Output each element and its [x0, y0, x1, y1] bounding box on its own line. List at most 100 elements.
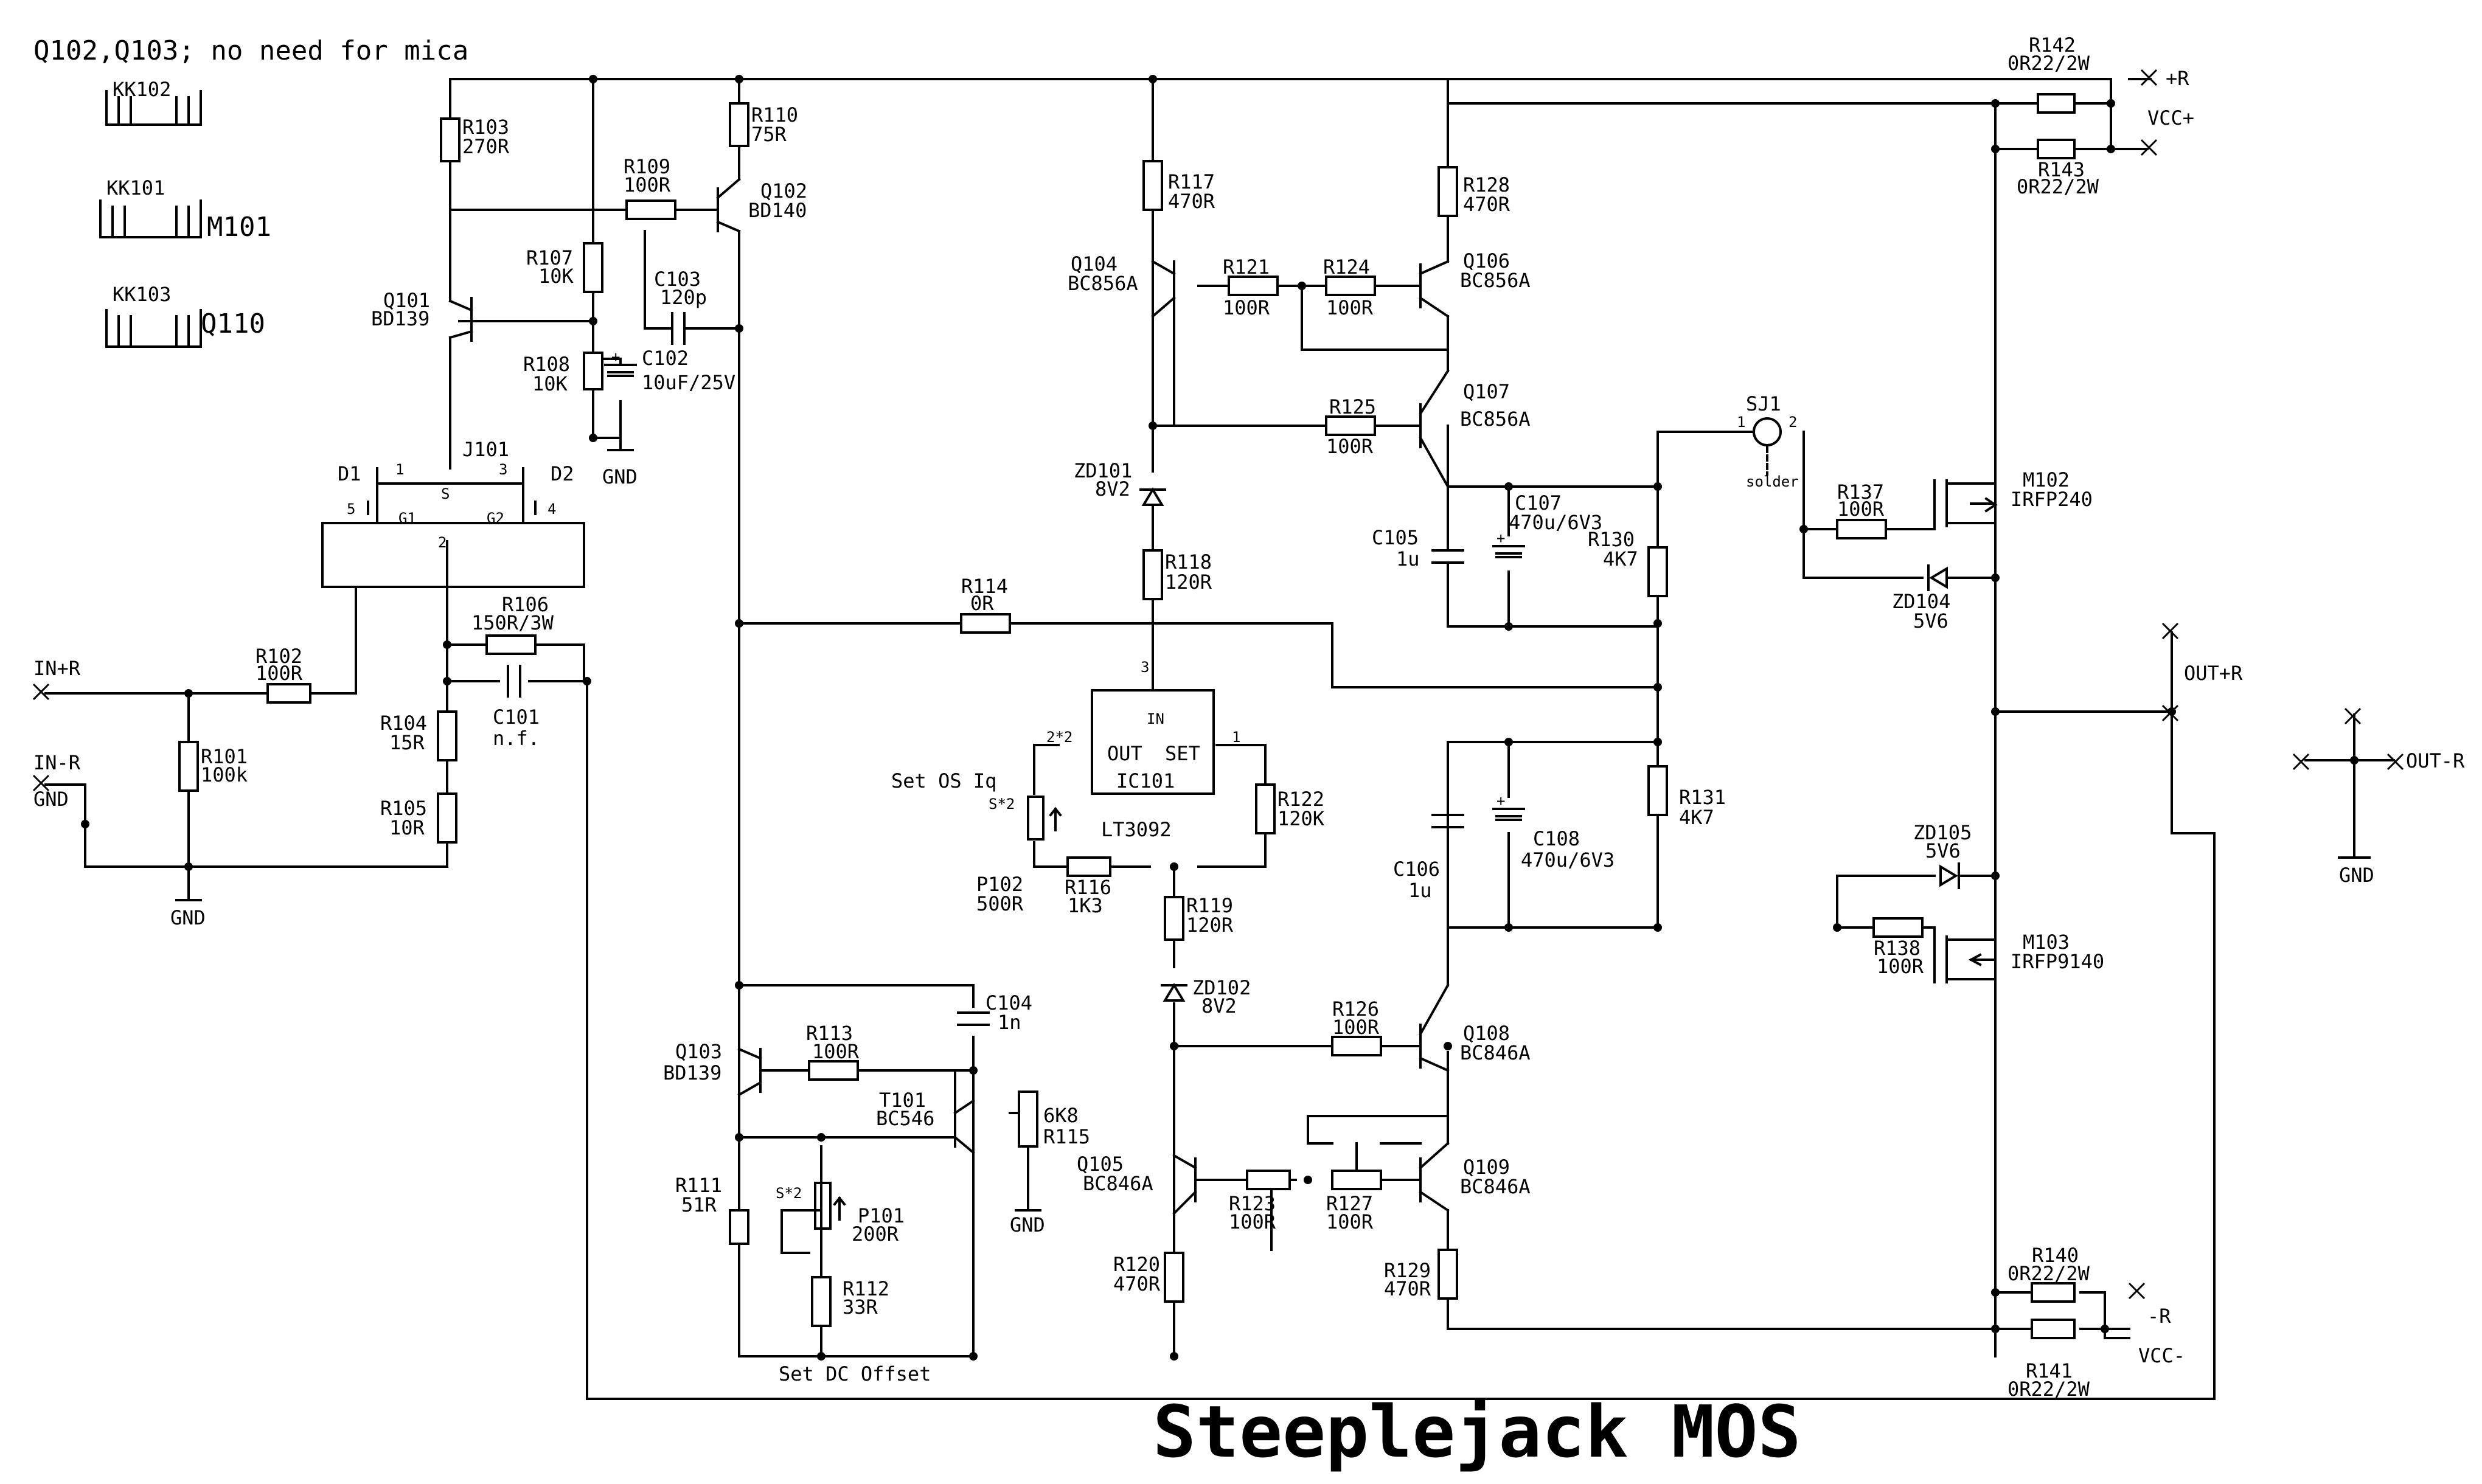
- R115-ref: R115: [1043, 1125, 1090, 1148]
- M102-ref: M102: [2023, 468, 2070, 491]
- jfet-d1: D1: [338, 462, 361, 485]
- M102-value: IRFP240: [2011, 488, 2093, 511]
- ZD102-ref: ZD102: [1192, 976, 1251, 999]
- resistor-R105-body: [437, 792, 457, 844]
- ic-pin-set-label: SET: [1165, 742, 1200, 765]
- R121-value: 100R: [1223, 296, 1270, 319]
- transistor-Q108-symbol: [1419, 983, 1450, 1072]
- R109-ref: R109: [624, 155, 670, 178]
- R124-value: 100R: [1326, 296, 1374, 319]
- bjt-symbols: [448, 178, 1450, 1215]
- R129-value: 470R: [1384, 1277, 1431, 1300]
- ic-pin3-number: 3: [1141, 659, 1149, 676]
- C101-ref: C101: [493, 706, 540, 729]
- svg-text:+: +: [1496, 792, 1505, 810]
- R111-ref: R111: [675, 1174, 722, 1197]
- capacitor-C106-symbol: [1431, 814, 1464, 828]
- R105-ref: R105: [380, 797, 427, 820]
- resistor-R115-body: [1018, 1090, 1038, 1148]
- resistor-R102-body: [266, 683, 311, 704]
- gnd-label-out: GND: [2339, 864, 2374, 887]
- mosfet-symbols: [1933, 479, 1998, 983]
- ZD105-value: 5V6: [1925, 839, 1961, 862]
- transistor-Q101-symbol: [448, 297, 473, 342]
- R130-ref: R130: [1588, 528, 1635, 551]
- zener-ZD104-symbol: [1927, 564, 1948, 591]
- transistor-Q105-symbol: [1172, 1154, 1248, 1215]
- transistor-Q109-symbol: [1419, 1142, 1450, 1212]
- R117-value: 470R: [1168, 190, 1215, 213]
- C101-value: n.f.: [493, 727, 540, 750]
- Q101-ref: Q101: [383, 289, 430, 312]
- transistor-Q107-symbol: [1419, 369, 1450, 488]
- R126-ref: R126: [1332, 997, 1379, 1021]
- R125-value: 100R: [1326, 435, 1374, 458]
- R104-value: 15R: [389, 731, 425, 754]
- resistor-R123-body: [1246, 1170, 1291, 1190]
- junction-dots: [81, 75, 2359, 1361]
- jfet-pin3: 3: [499, 461, 507, 478]
- jfet-s: S: [441, 485, 450, 502]
- gnd-label-r115: GND: [1010, 1213, 1045, 1236]
- jfet-J101-symbol: [367, 482, 537, 524]
- capacitor-C102-symbol: [604, 364, 637, 377]
- R130-value: 4K7: [1603, 547, 1638, 570]
- resistor-R108-body: [583, 352, 603, 390]
- ZD104-ref: ZD104: [1892, 590, 1950, 613]
- resistor-R106-body: [485, 634, 537, 655]
- transistor-Q102-symbol: [716, 178, 741, 233]
- zener-ZD105-symbol: [1939, 862, 1960, 889]
- R119-value: 120R: [1186, 914, 1234, 937]
- transistor-Q104-symbol: [1151, 260, 1176, 318]
- R123-ref: R123: [1229, 1192, 1276, 1215]
- ZD104-value: 5V6: [1913, 609, 1948, 633]
- zener-ZD102-symbol: [1161, 983, 1187, 1002]
- R131-value: 4K7: [1679, 806, 1714, 829]
- R110-ref: R110: [751, 103, 798, 127]
- R123-value: 100R: [1229, 1210, 1276, 1233]
- Q109-value: BC846A: [1460, 1175, 1531, 1198]
- jfet-d2: D2: [551, 462, 574, 485]
- C103-value: 120p: [660, 286, 707, 309]
- R107-ref: R107: [526, 246, 573, 269]
- Q102-ref: Q102: [760, 179, 807, 203]
- R112-ref: R112: [843, 1277, 889, 1300]
- resistor-R143-body: [2037, 139, 2076, 159]
- heatsink-KK103-symbol: [105, 309, 202, 348]
- resistor-R140-body: [2031, 1282, 2076, 1303]
- capacitor-C103-symbol: [644, 312, 701, 345]
- resistor-R120-body: [1164, 1252, 1184, 1303]
- jfet-g1: G1: [398, 510, 416, 527]
- R116-ref: R116: [1065, 876, 1111, 899]
- R101-value: 100k: [201, 763, 248, 786]
- R114-value: 0R: [970, 592, 994, 615]
- gnd-label-c102: GND: [602, 465, 638, 488]
- ic-pin1-number: 1: [1232, 729, 1240, 746]
- capacitor-C107-symbol: [1492, 545, 1525, 558]
- P102-ref: P102: [976, 873, 1023, 896]
- R140-value: 0R22/2W: [2007, 1262, 2090, 1285]
- R138-ref: R138: [1874, 937, 1921, 960]
- C104-ref: C104: [985, 991, 1032, 1014]
- resistor-R131-body: [1647, 765, 1668, 816]
- T101-ref: T101: [879, 1089, 926, 1112]
- ic-pin-out-label: OUT: [1107, 742, 1142, 765]
- jumper-pin1: 1: [1737, 414, 1745, 431]
- zener-symbols: [1139, 487, 1960, 1002]
- R124-ref: R124: [1323, 255, 1370, 279]
- port-in-r-neg: IN-R: [33, 751, 81, 774]
- schematic-title: Steeplejack MOS: [1153, 1390, 1801, 1474]
- Q103-ref: Q103: [675, 1040, 722, 1063]
- R115-value: 6K8: [1043, 1104, 1079, 1127]
- resistor-R126-body: [1331, 1036, 1382, 1056]
- R106-ref: R106: [502, 593, 549, 616]
- R137-value: 100R: [1837, 498, 1885, 521]
- R128-ref: R128: [1463, 173, 1510, 196]
- resistor-R114-body: [960, 613, 1011, 634]
- C105-ref: C105: [1372, 526, 1419, 549]
- jumper-SJ1-symbol: [1753, 417, 1782, 446]
- ZD101-value: 8V2: [1095, 477, 1130, 501]
- R106-value: 150R/3W: [471, 611, 554, 634]
- R129-ref: R129: [1384, 1259, 1431, 1282]
- Q106-ref: Q106: [1463, 249, 1510, 272]
